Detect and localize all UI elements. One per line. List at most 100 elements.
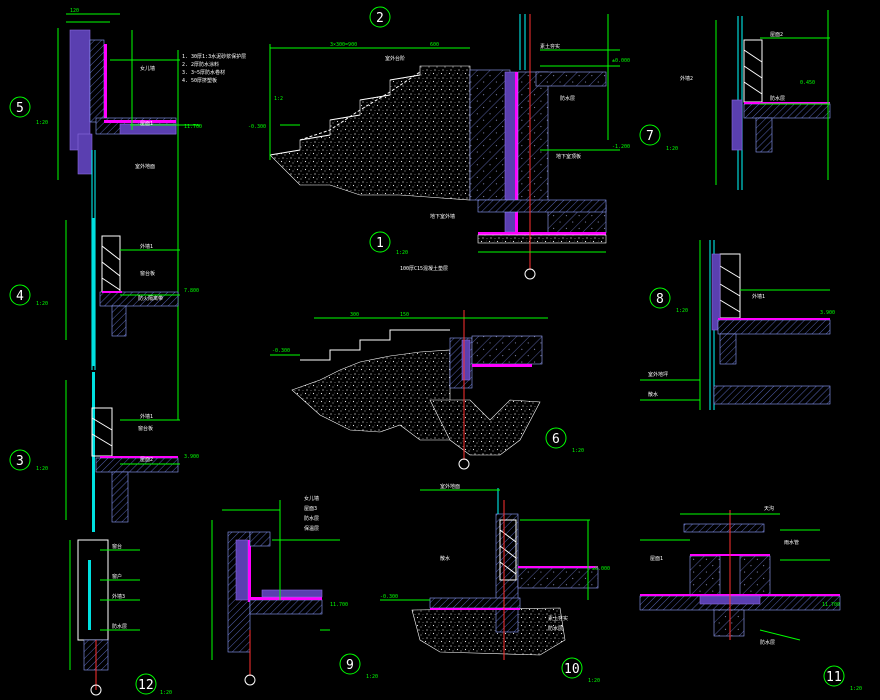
detail-8-scale: 1:20	[676, 308, 688, 314]
detail12-label-sill: 窗台	[112, 543, 122, 550]
detail1-elev2: -1.200	[612, 144, 630, 150]
detail10-label-wp: 防水层	[548, 625, 563, 632]
detail7-elev: 0.450	[800, 80, 815, 86]
detail12-label-wp: 防水层	[112, 623, 127, 630]
detail4-label-firebreak: 防火隔离带	[138, 295, 163, 302]
detail10-label-ground: 室外地面	[440, 483, 460, 490]
detail11-label-wp: 防水层	[760, 639, 775, 646]
detail-9-marker	[339, 653, 361, 675]
detail8-label-apron: 散水	[648, 391, 658, 398]
detail9-label-ins: 保温层	[304, 525, 319, 532]
detail-6-marker	[545, 427, 567, 449]
roof-note-3: 3. 3~5厚防水卷材	[182, 69, 225, 76]
detail3-label-wall: 外墙1	[140, 413, 153, 420]
detail-4-window-sill: 外墙1 窗台板 防火隔离带 7.800	[65, 215, 199, 370]
detail-9-number: 9	[346, 658, 354, 673]
detail-3-scale: 1:20	[36, 466, 48, 472]
detail-7-roof-edge: 屋面2 外墙2 防水层 0.450	[680, 10, 831, 190]
detail-8-marker	[649, 287, 671, 309]
detail10-elev2: ±0.000	[592, 566, 610, 572]
detail-1-scale: 1:20	[396, 250, 408, 256]
detail1-label-slab: 地下室顶板	[556, 153, 581, 160]
detail11-label-pipe: 雨水管	[784, 539, 799, 546]
detail-10-footing: 室外地面 散水 素土夯实 防水层 -0.300 ±0.000	[380, 483, 610, 660]
detail9-label-roof: 屋面3	[304, 506, 317, 512]
detail11-label-gutter: 天沟	[764, 505, 774, 512]
detail-1-number: 1	[376, 236, 384, 251]
detail3-elev: 3.900	[184, 454, 199, 460]
detail6-dim-150: 150	[400, 312, 409, 318]
detail-1-basement-wall: 素土夯实 防水层 地下室顶板 地下室外墙 100厚C15混凝土垫层 ±0.000…	[400, 14, 630, 280]
detail5-label-roof: 屋面1	[140, 121, 153, 127]
roof-note-1: 1. 30厚1:3水泥砂浆保护层	[182, 53, 246, 60]
detail6-dim-300: 300	[350, 312, 359, 318]
detail4-label-wall: 外墙1	[140, 243, 153, 250]
detail-8-sill: 外墙1 室外地坪 散水 3.900	[640, 240, 835, 410]
detail4-elev: 7.800	[184, 288, 199, 294]
detail11-elev: 11.700	[822, 602, 840, 608]
detail-4-scale: 1:20	[36, 301, 48, 307]
detail5-elev: 11.700	[184, 124, 202, 130]
detail7-label-wall: 外墙2	[680, 75, 693, 82]
detail-3-number: 3	[16, 454, 24, 469]
detail-3-window-head: 外墙1 屋面2 窗台板 3.900	[65, 372, 199, 532]
detail-11-marker	[823, 665, 845, 687]
detail1-label-wp: 防水层	[560, 95, 575, 102]
detail5-label-parapet: 女儿墙	[140, 65, 155, 72]
detail2-elev-a: -0.300	[248, 124, 266, 130]
detail12-label-wall: 外墙3	[112, 593, 125, 600]
detail-11-gutter: 天沟 屋面1 雨水管 防水层 11.700	[639, 505, 841, 646]
detail-8-number: 8	[656, 292, 664, 307]
detail2-slope: 1:2	[274, 96, 283, 102]
detail3-label-roof: 屋面2	[140, 457, 153, 463]
detail-11-scale: 1:20	[850, 686, 862, 692]
detail8-elev: 3.900	[820, 310, 835, 316]
detail-9-scale: 1:20	[366, 674, 378, 680]
detail-5-parapet: 1. 30厚1:3水泥砂浆保护层 2. 2厚防水涂料 3. 3~5厚防水卷材 4…	[57, 8, 246, 420]
roof-note-2: 2. 2厚防水涂料	[182, 61, 219, 68]
detail2-dim-total: 3×300=900	[330, 42, 357, 48]
detail7-label-roof: 屋面2	[770, 32, 783, 38]
detail1-elev: ±0.000	[612, 58, 630, 64]
detail-6-number: 6	[552, 432, 560, 447]
detail-5-scale: 1:20	[36, 120, 48, 126]
detail-9-parapet: 女儿墙 屋面3 防水层 保温层 11.700	[211, 495, 348, 686]
detail8-label-wall: 外墙1	[752, 293, 765, 300]
detail4-label-sill: 窗台板	[140, 270, 155, 277]
detail11-label-roof: 屋面1	[650, 556, 663, 562]
detail-2-number: 2	[376, 11, 384, 26]
detail9-elev: 11.700	[330, 602, 348, 608]
roof-note-4: 4. 50厚挤塑板	[182, 77, 217, 84]
detail-2-stair: 3×300=900 600 -0.300 室外台阶 1:2	[248, 42, 471, 201]
detail-6-entrance-steps: 300 150 -0.300	[270, 310, 548, 470]
detail-3-marker	[9, 449, 31, 471]
detail-11-number: 11	[826, 670, 842, 685]
detail5-dim-top: 120	[70, 8, 79, 14]
detail10-elev: -0.300	[380, 594, 398, 600]
detail-5-number: 5	[16, 101, 24, 116]
detail1-label-pad: 100厚C15混凝土垫层	[400, 265, 448, 272]
detail-1-marker	[369, 231, 391, 253]
detail-10-scale: 1:20	[588, 678, 600, 684]
detail2-dim-600: 600	[430, 42, 439, 48]
detail-12-number: 12	[138, 678, 154, 693]
detail3-label-sill: 窗台板	[138, 425, 153, 432]
detail-5-marker	[9, 96, 31, 118]
detail-4-marker	[9, 284, 31, 306]
detail9-label-parapet: 女儿墙	[304, 495, 319, 502]
detail5-label-ground: 室外地面	[135, 163, 155, 170]
detail-6-scale: 1:20	[572, 448, 584, 454]
detail-12-marker	[135, 673, 157, 695]
detail12-label-window: 窗户	[112, 573, 122, 580]
detail-7-number: 7	[646, 129, 654, 144]
detail-12-sill: 窗台 窗户 外墙3 防水层	[69, 539, 140, 696]
detail-10-number: 10	[564, 662, 580, 677]
detail-12-scale: 1:20	[160, 690, 172, 696]
detail-2-marker	[369, 6, 391, 28]
detail9-label-wp: 防水层	[304, 515, 319, 522]
detail7-label-wp: 防水层	[770, 95, 785, 102]
detail6-elev: -0.300	[272, 348, 290, 354]
detail-4-number: 4	[16, 289, 24, 304]
detail-7-marker	[639, 124, 661, 146]
